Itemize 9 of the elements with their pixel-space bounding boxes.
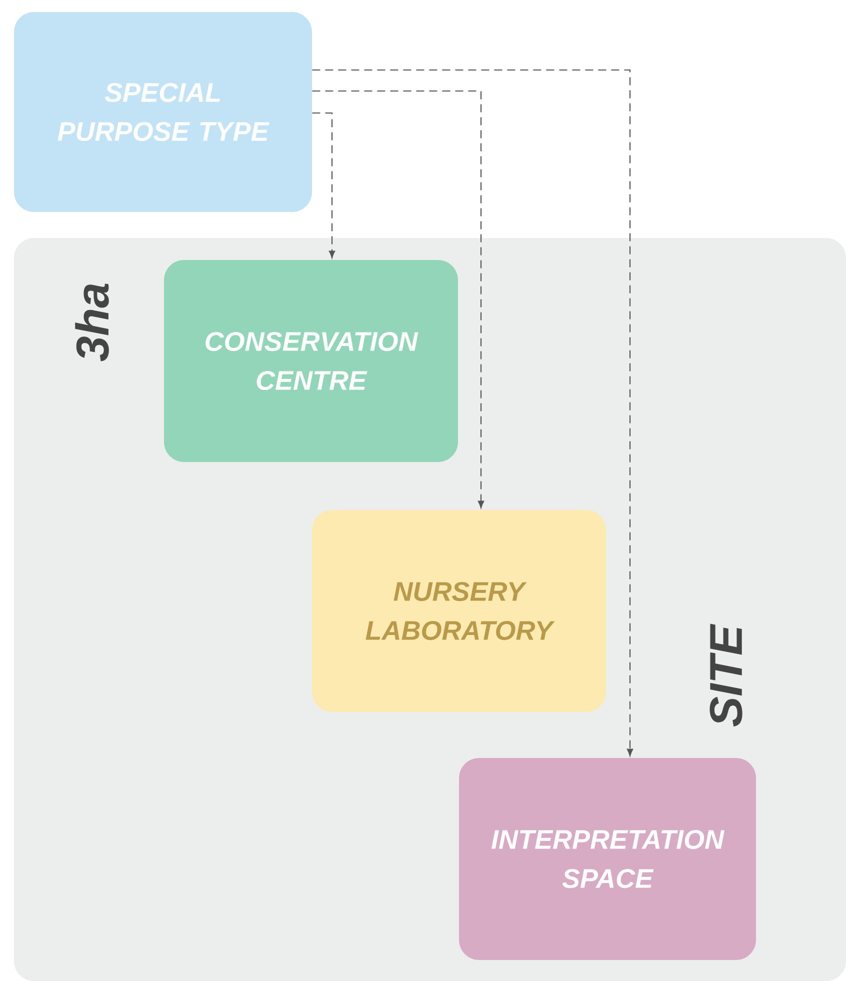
facility-box: CONSERVATION CENTRE <box>164 260 458 462</box>
dashed-arrow <box>312 112 336 258</box>
site-label: SITE <box>710 624 742 727</box>
facility-box: NURSERY LABORATORY <box>312 510 606 712</box>
dashed-arrow <box>312 90 484 508</box>
category-box: SPECIAL PURPOSE TYPE <box>14 12 312 212</box>
facility-box: INTERPRETATION SPACE <box>459 758 756 960</box>
area-label: 3ha <box>75 284 109 362</box>
dashed-arrow <box>312 69 634 756</box>
